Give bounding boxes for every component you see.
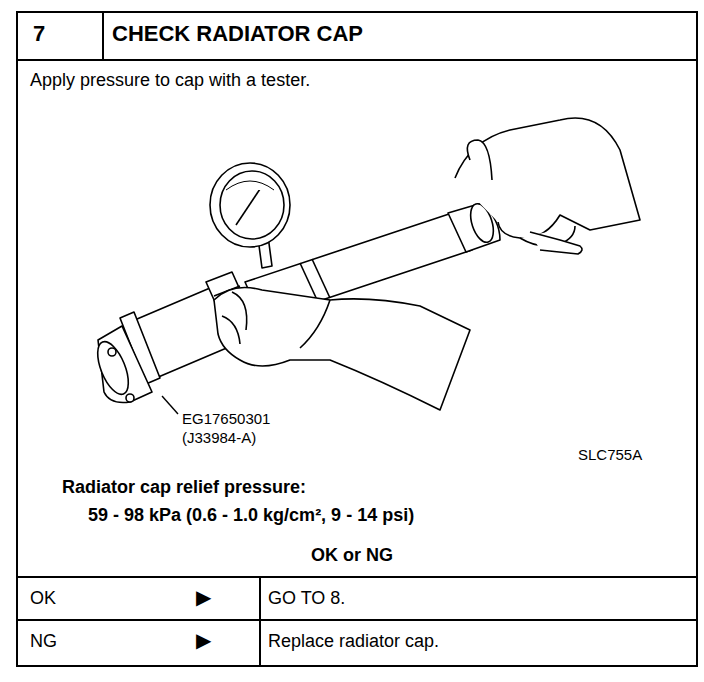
label-text: OK	[30, 588, 56, 609]
label-text: 7	[33, 21, 45, 46]
leader-line	[162, 396, 178, 414]
label-text: Radiator cap relief pressure:	[62, 477, 306, 498]
label-text: GO TO 8.	[268, 588, 345, 609]
label-text: NG	[30, 631, 57, 652]
label-text: 59 - 98 kPa (0.6 - 1.0 kg/cm², 9 - 14 ps…	[88, 505, 414, 526]
label-text: Replace radiator cap.	[268, 631, 439, 652]
frame-lines	[17, 12, 697, 666]
label-text: ▶	[196, 586, 211, 609]
tester-illustration	[91, 118, 640, 410]
label-text: ▶	[196, 629, 211, 652]
label-text: Apply pressure to cap with a tester.	[30, 70, 310, 91]
step-title: CHECK RADIATOR CAP	[112, 21, 363, 46]
label-text: OK or NG	[311, 545, 393, 566]
label-text: EG17650301	[182, 410, 270, 427]
label-text: SLC755A	[578, 446, 642, 463]
label-text: (J33984-A)	[182, 429, 256, 446]
